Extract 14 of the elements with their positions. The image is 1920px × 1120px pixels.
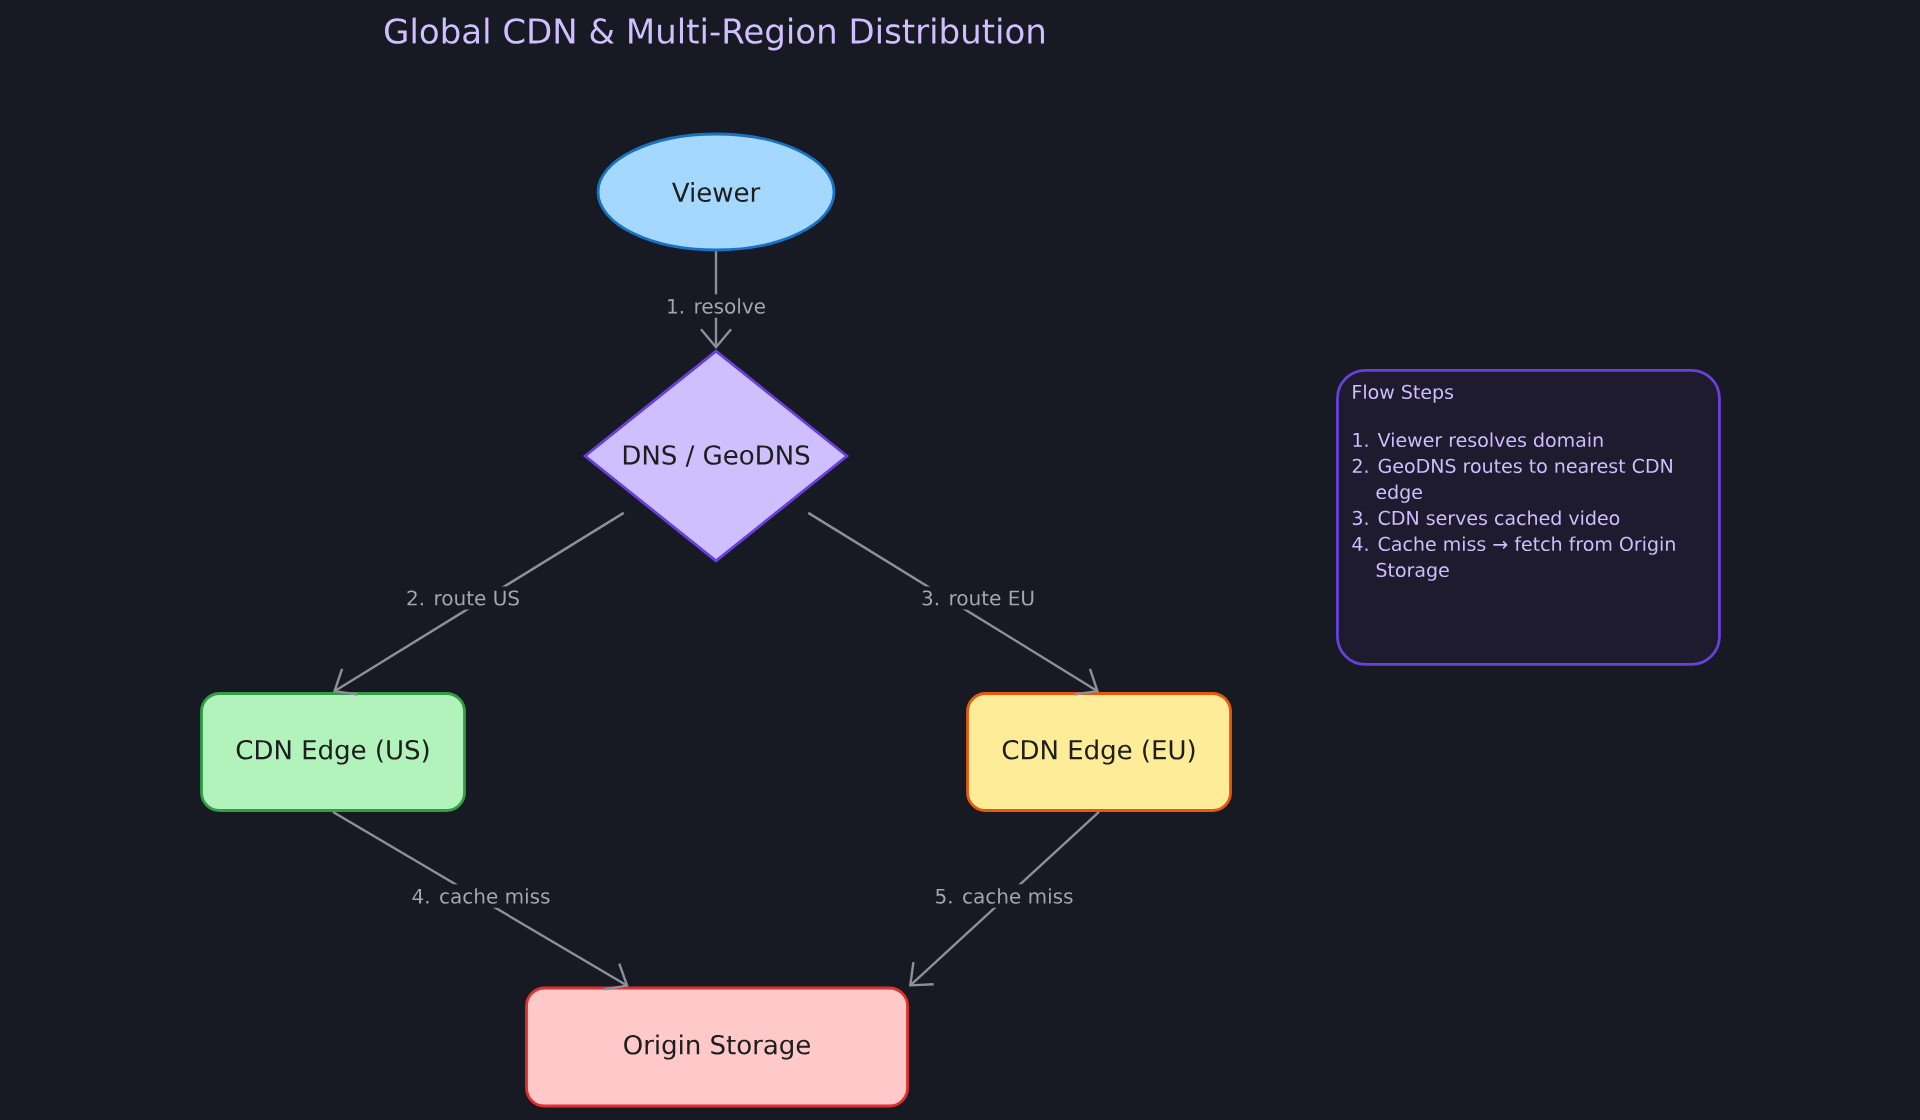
arrow <box>333 511 625 696</box>
process-box: CDN Edge (US) <box>200 692 466 812</box>
edge-label: 3. route EU <box>917 586 1040 610</box>
storage-box: Origin Storage <box>525 986 909 1108</box>
edge-label: 4. cache miss <box>407 884 555 908</box>
arrow <box>332 810 629 991</box>
process-box: CDN Edge (EU) <box>966 692 1232 812</box>
arrow <box>908 811 1100 987</box>
edge-label: 2. route US <box>401 586 525 610</box>
arrow <box>807 511 1099 696</box>
title: Global CDN & Multi-Region Distribution <box>385 17 1044 51</box>
notes-box: Flow Steps 1. Viewer resolves domain 2. GeoDNS routes to nearest CDN edge 3. CDN serves cached video 4. Cache miss → fetch from Origin Storage <box>1336 369 1721 666</box>
edge-label: 5. cache miss <box>930 884 1078 908</box>
edge-label: 1. resolve <box>662 294 770 318</box>
